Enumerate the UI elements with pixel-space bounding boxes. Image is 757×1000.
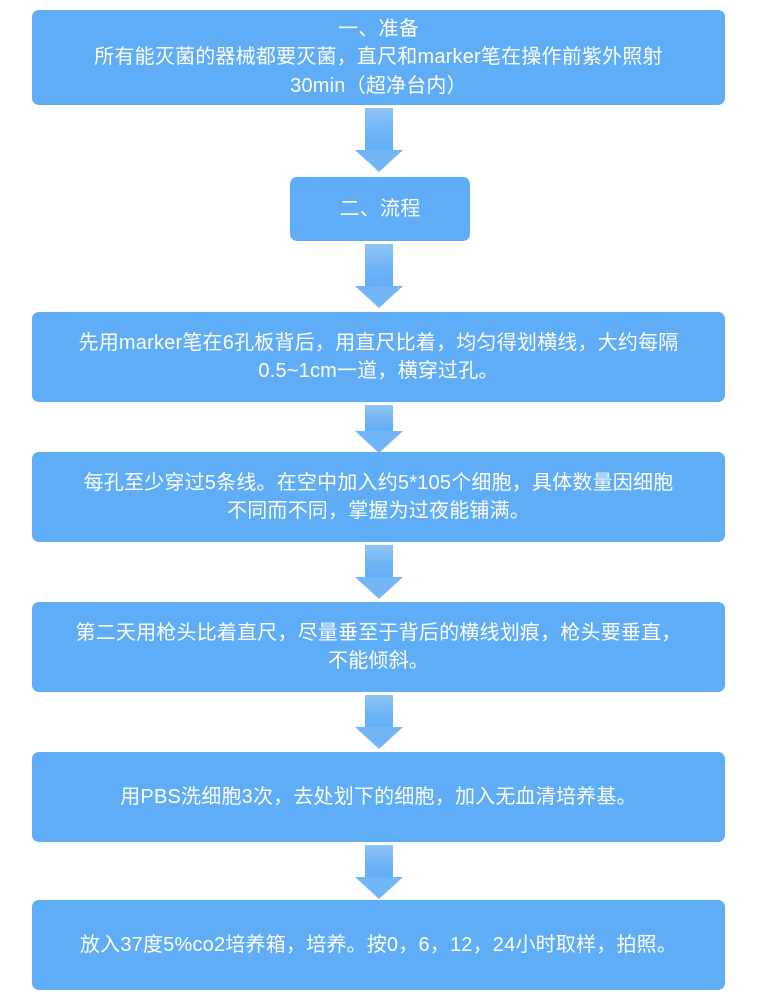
flowchart-node-text: 一、准备 所有能灭菌的器械都要灭菌，直尺和marker笔在操作前紫外照射 30m…: [94, 17, 663, 97]
flowchart-node-text: 用PBS洗细胞3次，去处划下的细胞，加入无血清培养基。: [120, 785, 637, 808]
flowchart-node-text: 第二天用枪头比着直尺，尽量垂至于背后的横线划痕，枪头要垂直， 不能倾斜。: [75, 621, 682, 672]
arrow-down-icon: [355, 695, 403, 750]
arrow-down-icon: [355, 108, 403, 172]
flowchart-node-text: 每孔至少穿过5条线。在空中加入约5*105个细胞，具体数量因细胞 不同而不同，掌…: [83, 471, 674, 522]
flowchart-node-text: 二、流程: [339, 197, 421, 220]
flowchart-node-preparation[interactable]: 一、准备 所有能灭菌的器械都要灭菌，直尺和marker笔在操作前紫外照射 30m…: [32, 10, 725, 105]
flowchart-node-text: 放入37度5%co2培养箱，培养。按0，6，12，24小时取样，拍照。: [79, 933, 678, 956]
arrow-down-icon: [355, 244, 403, 308]
flowchart-node-procedure-heading[interactable]: 二、流程: [290, 177, 470, 241]
arrow-down-icon: [355, 405, 403, 453]
flowchart-node-step-wash-pbs[interactable]: 用PBS洗细胞3次，去处划下的细胞，加入无血清培养基。: [32, 752, 725, 842]
flowchart-node-step-draw-lines[interactable]: 先用marker笔在6孔板背后，用直尺比着，均匀得划横线，大约每隔 0.5~1c…: [32, 312, 725, 402]
flowchart-node-text: 先用marker笔在6孔板背后，用直尺比着，均匀得划横线，大约每隔 0.5~1c…: [78, 331, 679, 382]
flowchart-node-step-seed-cells[interactable]: 每孔至少穿过5条线。在空中加入约5*105个细胞，具体数量因细胞 不同而不同，掌…: [32, 452, 725, 542]
flowchart-node-step-scratch[interactable]: 第二天用枪头比着直尺，尽量垂至于背后的横线划痕，枪头要垂直， 不能倾斜。: [32, 602, 725, 692]
flowchart-node-step-incubate[interactable]: 放入37度5%co2培养箱，培养。按0，6，12，24小时取样，拍照。: [32, 900, 725, 990]
arrow-down-icon: [355, 845, 403, 900]
arrow-down-icon: [355, 545, 403, 600]
